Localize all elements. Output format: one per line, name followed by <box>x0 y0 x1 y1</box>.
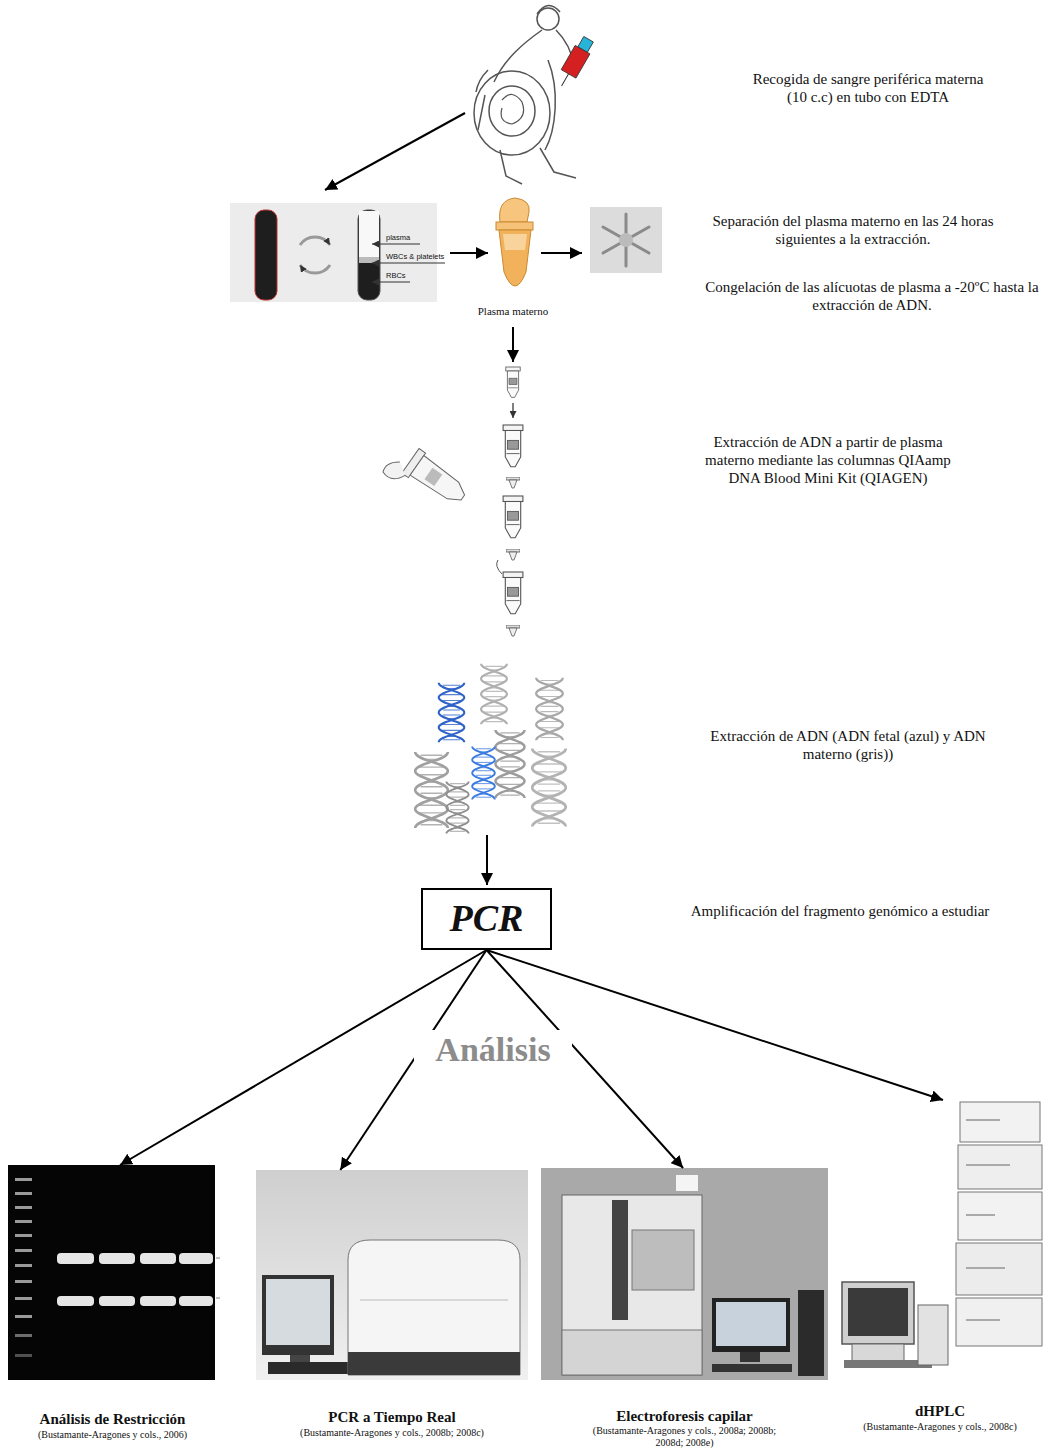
node-title: PCR a Tiempo Real <box>328 1409 455 1426</box>
tube-layer-label: RBCs <box>386 271 406 280</box>
node-title: Electroforesis capilar <box>616 1408 753 1425</box>
tube-layer-label: WBCs & platelets <box>386 252 444 261</box>
tube-layer-label: plasma <box>386 233 410 242</box>
step-description: Congelación de las alícuotas de plasma a… <box>705 278 1040 314</box>
flow-arrow <box>486 835 488 885</box>
freezing-snowflake <box>590 207 662 273</box>
pcr-box: PCR <box>421 888 552 950</box>
realtime-pcr-photo <box>256 1170 528 1380</box>
node-title: dHPLC <box>915 1403 965 1420</box>
extraction-columns <box>497 327 523 636</box>
step-description: Extracción de ADN (ADN fetal (azul) y AD… <box>706 727 991 763</box>
flow-arrow <box>450 252 488 254</box>
node-title: Análisis de Restricción <box>40 1411 186 1428</box>
column-icon <box>381 439 471 519</box>
citation: (Bustamante-Aragones y cols., 2008a; 200… <box>580 1425 790 1448</box>
dna-helices <box>415 664 566 834</box>
gel-photo <box>8 1165 220 1380</box>
node-title: Plasma materno <box>478 305 549 318</box>
step-description: Extracción de ADN a partir de plasma mat… <box>688 433 968 487</box>
step-description: Amplificación del fragmento genómico a e… <box>690 902 990 920</box>
mother-illustration <box>474 5 576 184</box>
capillary-sequencer-photo <box>541 1168 828 1380</box>
citation: (Bustamante-Aragones y cols., 2008b; 200… <box>300 1427 484 1439</box>
step-description: Separación del plasma materno en las 24 … <box>703 212 1003 248</box>
analysis-method: dHPLC(Bustamante-Aragones y cols., 2008c… <box>832 1100 1048 1432</box>
syringe <box>554 35 596 90</box>
flow-arrow <box>541 252 582 254</box>
plasma-step: Plasma materno <box>465 200 561 318</box>
dhplc-photo <box>842 1102 1042 1368</box>
citation: (Bustamante-Aragones y cols., 2008c) <box>863 1421 1017 1433</box>
plasma-eppendorf <box>496 198 533 286</box>
section-heading: Análisis <box>414 1030 572 1071</box>
analysis-method: PCR a Tiempo Real(Bustamante-Aragones y … <box>256 1170 528 1438</box>
blood-tubes <box>230 203 445 302</box>
node-title: PCR <box>450 897 524 941</box>
citation: (Bustamante-Aragones y cols., 2006) <box>38 1429 187 1441</box>
flow-arrow <box>487 950 944 1100</box>
analysis-method: Electroforesis capilar(Bustamante-Aragon… <box>541 1168 828 1448</box>
flow-arrow <box>325 113 465 190</box>
analysis-method: Análisis de Restricción(Bustamante-Arago… <box>5 1165 220 1440</box>
step-description: Recogida de sangre periférica materna (1… <box>743 70 993 106</box>
